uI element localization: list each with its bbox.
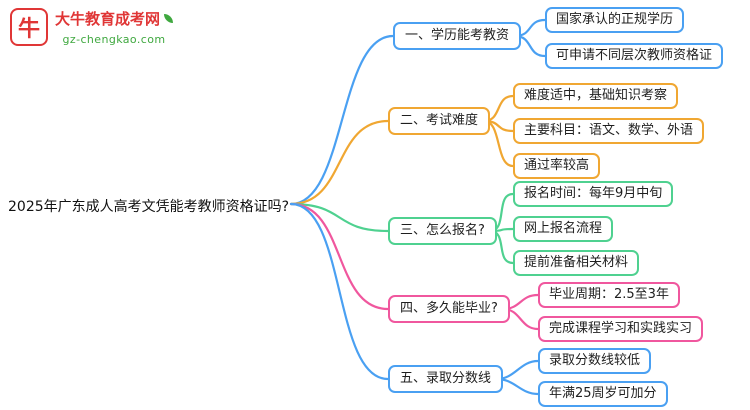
- child-node-2-2: 主要科目：语文、数学、外语: [513, 118, 705, 144]
- child-node-4-1: 毕业周期：2.5至3年: [538, 282, 680, 308]
- branch-node-3: 三、怎么报名?: [388, 217, 497, 245]
- connector-root-branch1: [289, 34, 395, 206]
- child-node-4-2: 完成课程学习和实践实习: [538, 316, 704, 342]
- child-node-3-1: 报名时间：每年9月中旬: [513, 181, 674, 207]
- site-logo[interactable]: 牛 大牛教育成考网 gz-chengkao.com: [10, 8, 174, 46]
- sprout-icon: [164, 14, 174, 23]
- connector-root-branch3: [289, 202, 390, 233]
- site-url: gz-chengkao.com: [62, 33, 166, 46]
- child-node-1-1: 国家承认的正规学历: [545, 7, 685, 33]
- connector-b5-c1: [495, 359, 540, 381]
- child-node-1-2: 可申请不同层次教师资格证: [545, 43, 724, 69]
- branch-node-4: 四、多久能毕业?: [388, 295, 510, 323]
- connector-root-branch5: [289, 202, 390, 381]
- root-topic: 2025年广东成人高考文凭能考教师资格证吗?: [8, 199, 290, 215]
- child-node-5-1: 录取分数线较低: [538, 348, 652, 374]
- child-node-2-3: 通过率较高: [513, 153, 601, 179]
- bull-glyph: 牛: [17, 17, 40, 42]
- site-name-row: 大牛教育成考网: [55, 8, 174, 29]
- connector-b5-c2: [495, 377, 540, 396]
- site-name: 大牛教育成考网: [55, 10, 161, 28]
- child-node-3-3: 提前准备相关材料: [513, 250, 640, 276]
- branch-node-5: 五、录取分数线: [388, 365, 504, 393]
- child-node-5-2: 年满25周岁可加分: [538, 381, 668, 407]
- connector-root-branch2: [289, 119, 390, 206]
- logo-text-block: 大牛教育成考网 gz-chengkao.com: [55, 8, 174, 46]
- child-node-2-1: 难度适中，基础知识考察: [513, 83, 679, 109]
- bull-logo-icon: 牛: [10, 8, 48, 46]
- branch-node-2: 二、考试难度: [388, 107, 491, 135]
- branch-node-1: 一、学历能考教资: [393, 22, 522, 50]
- child-node-3-2: 网上报名流程: [513, 216, 614, 242]
- connector-root-branch4: [289, 202, 390, 311]
